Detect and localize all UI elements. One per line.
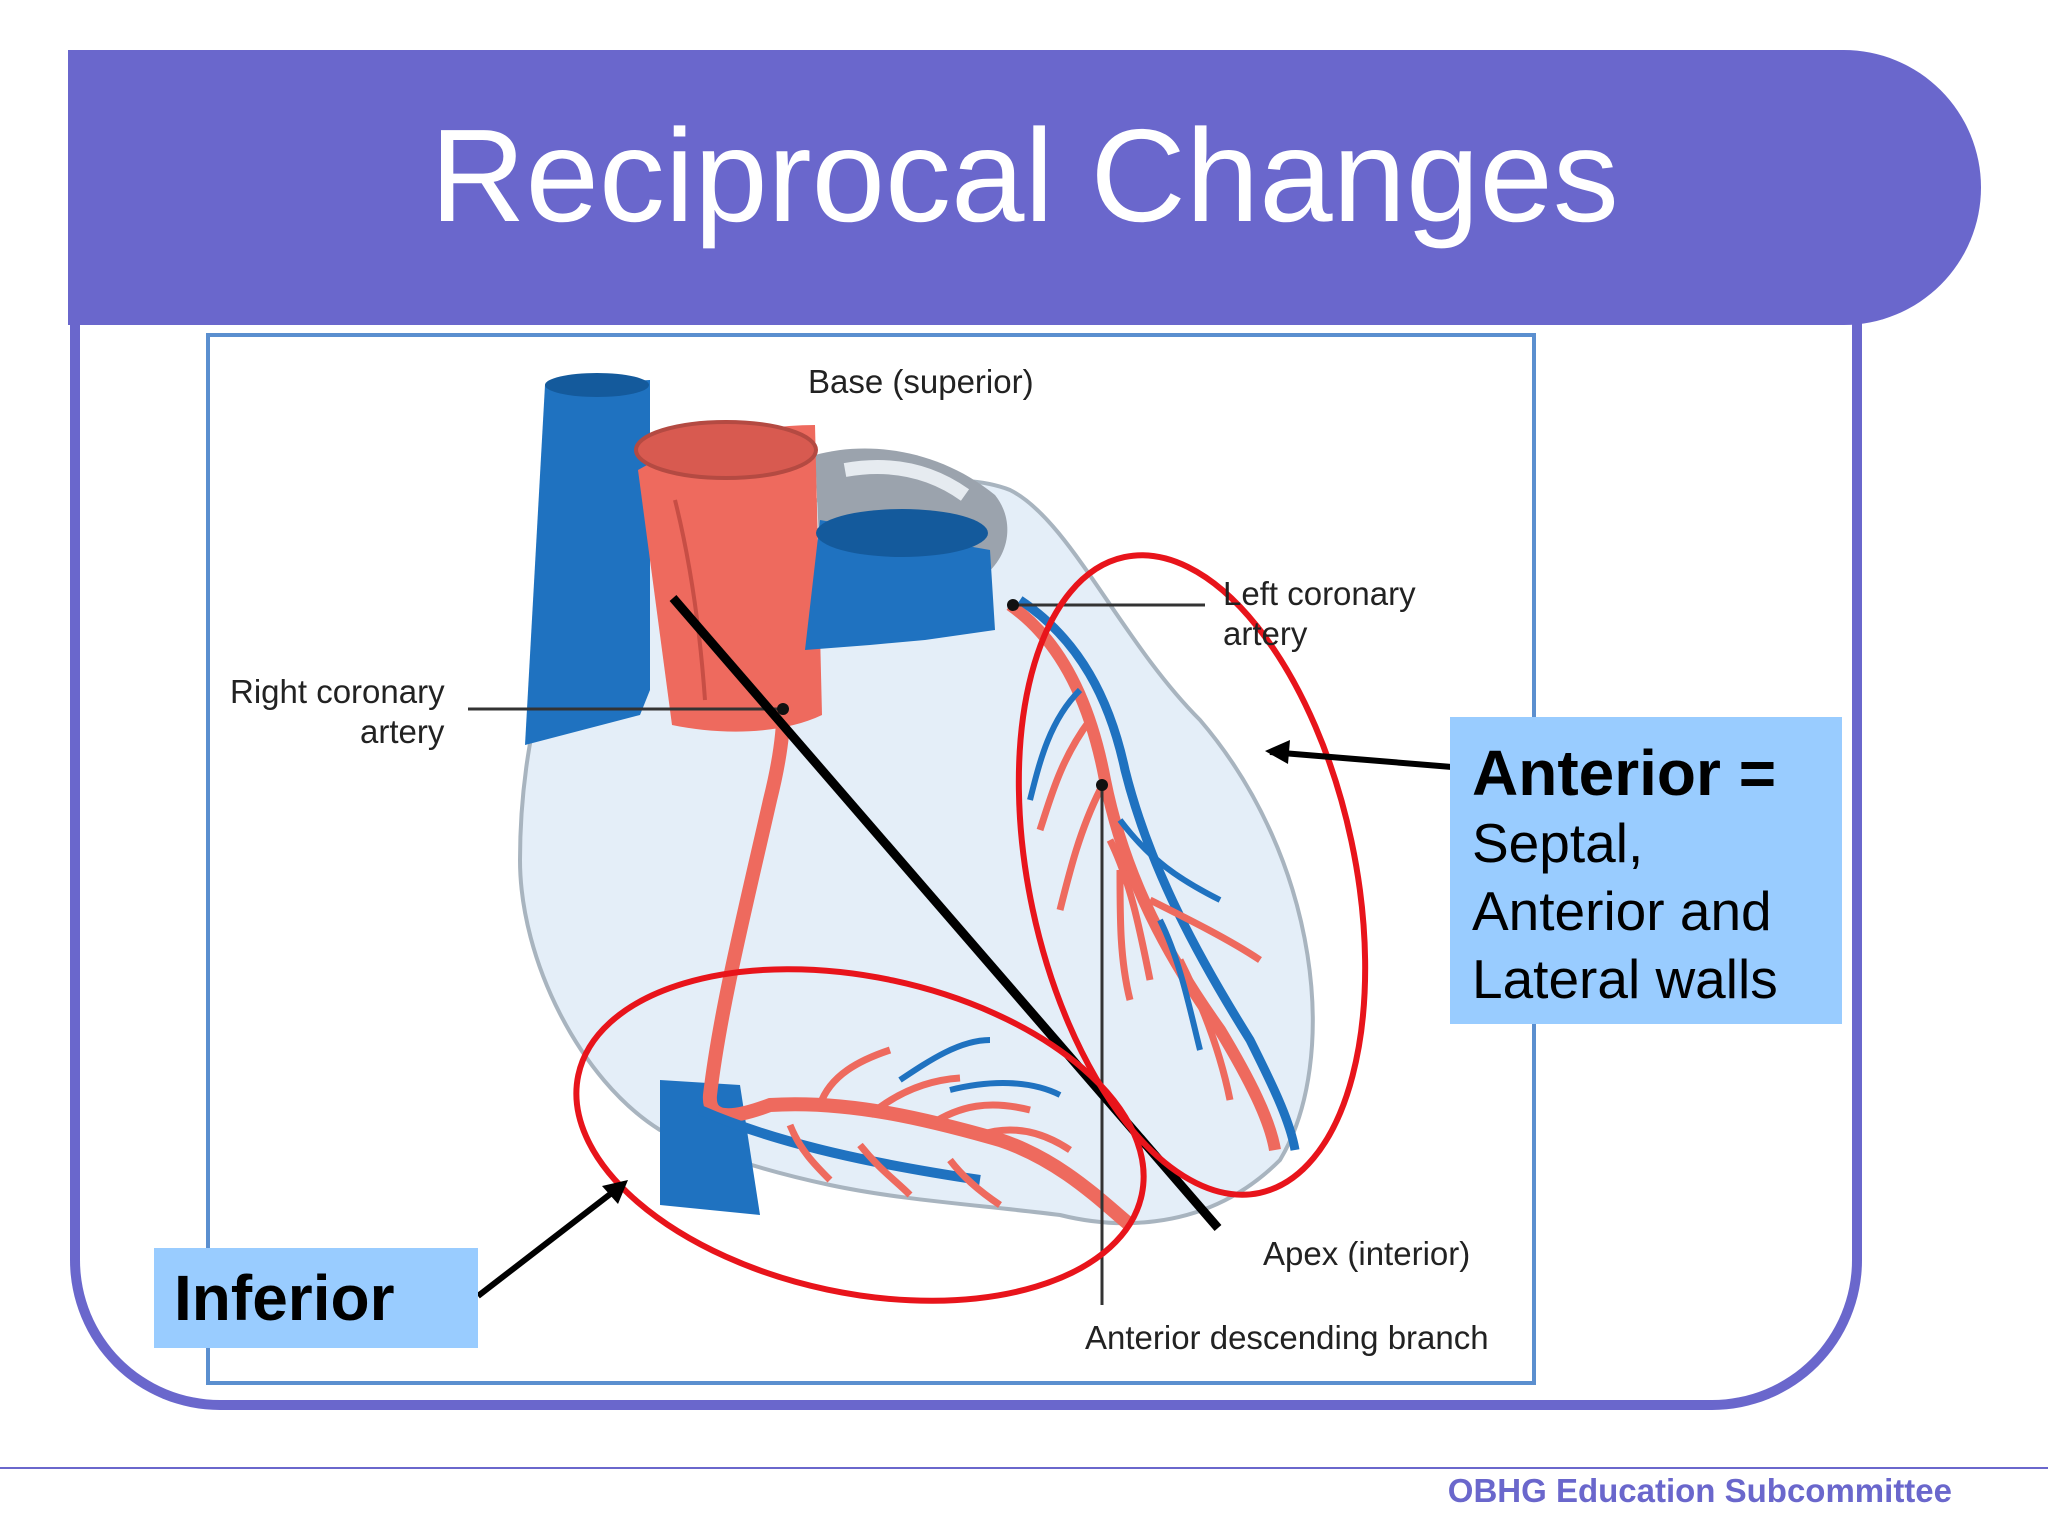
label-anterior-descending: Anterior descending branch	[1085, 1319, 1489, 1356]
label-right-coronary-line1: Right coronary	[230, 673, 445, 710]
label-left-coronary-line2: artery	[1223, 615, 1308, 652]
label-right-coronary-line2: artery	[360, 713, 445, 750]
anterior-callout-line1: Septal,	[1472, 812, 1644, 874]
anterior-highlight-ring	[1015, 552, 1369, 1198]
anterior-callout-heading: Anterior =	[1472, 737, 1777, 809]
label-apex: Apex (interior)	[1263, 1235, 1471, 1272]
inferior-arrow-head	[602, 1180, 628, 1204]
label-left-coronary-line1: Left coronary	[1223, 575, 1416, 612]
slide-title: Reciprocal Changes	[430, 102, 1619, 249]
anterior-callout-line3: Lateral walls	[1472, 948, 1778, 1010]
anterior-callout: Anterior = Septal, Anterior and Lateral …	[1450, 717, 1842, 1024]
footer-rule	[0, 1467, 2048, 1469]
label-base-superior: Base (superior)	[808, 363, 1034, 400]
anterior-arrow-head	[1265, 740, 1290, 764]
anterior-callout-line2: Anterior and	[1472, 880, 1772, 942]
superior-vena-cava	[525, 380, 650, 745]
slide-frame	[70, 52, 1862, 1410]
anterior-descending-artery	[1006, 600, 1281, 1152]
inferior-callout: Inferior	[154, 1248, 478, 1348]
footer-credit: OBHG Education Subcommittee	[1447, 1472, 1952, 1509]
title-bar	[68, 50, 1981, 325]
inferior-highlight-ring	[573, 966, 1147, 1304]
